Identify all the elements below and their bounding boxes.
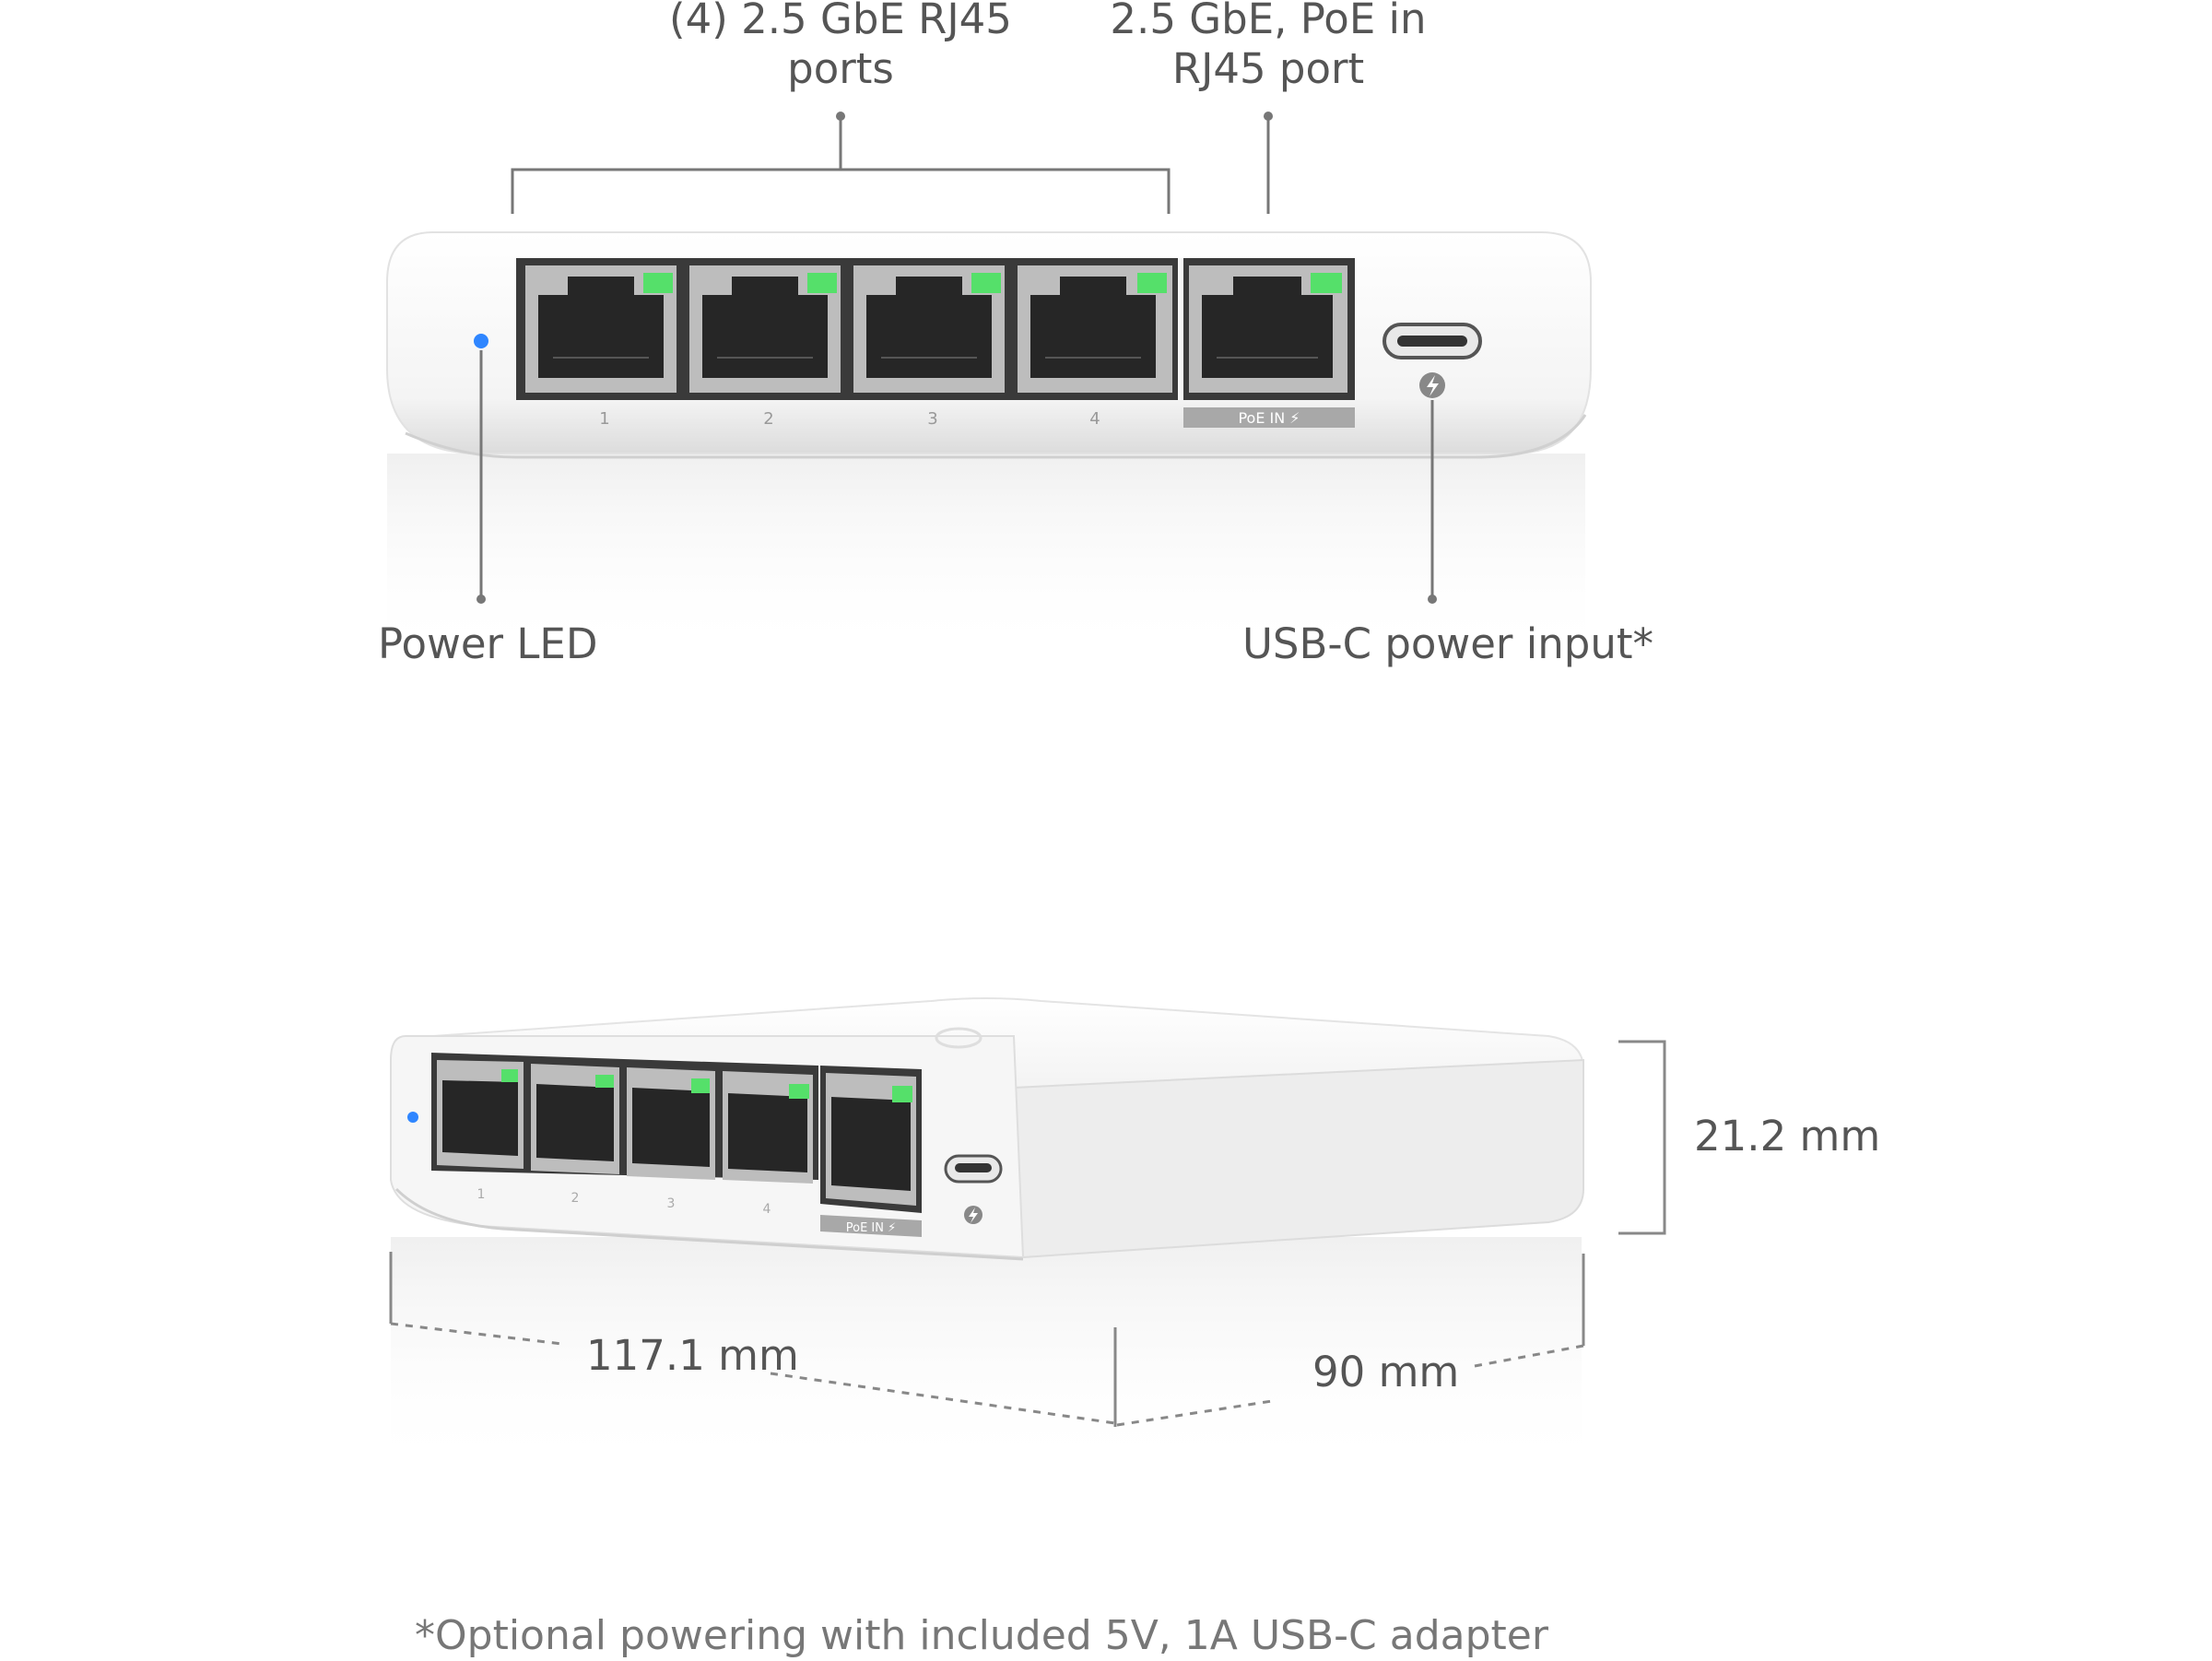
poe-port-callout-line1: 2.5 GbE, PoE in [1110,0,1427,43]
port-number-3: 3 [927,409,937,429]
usbc-port[interactable] [1382,323,1482,359]
perspective-reflection [391,1237,1582,1475]
link-led-1 [643,273,673,293]
front-poe-badge: PoE IN ⚡ [1183,407,1355,428]
perspective-usbc-port [944,1154,1003,1184]
lan-ports-callout-line2: ports [787,44,894,93]
link-led-2 [807,273,837,293]
perspective-rj45-port-2 [531,1064,619,1174]
link-led-3 [971,273,1001,293]
front-reflection [387,454,1585,656]
height-dimension-bracket [1618,1040,1666,1235]
poe-port-leader [1264,112,1273,214]
port-number-4: 4 [1089,409,1100,429]
perspective-port-numbers: 1 2 3 4 [477,1187,771,1217]
perspective-port-number-4: 4 [763,1202,771,1217]
lan-ports-bracket-dot [836,112,845,121]
perspective-power-led [407,1112,418,1123]
perspective-poe-badge-text: PoE IN ⚡ [846,1221,897,1235]
rj45-port-2[interactable] [689,265,841,393]
perspective-rj45-port-1 [437,1060,524,1169]
rj45-poe-port[interactable] [1189,265,1347,393]
rj45-port-3[interactable] [853,265,1005,393]
perspective-port-number-2: 2 [571,1191,580,1206]
perspective-port-panel [431,1053,922,1213]
usbc-callout: USB-C power input* [1242,619,1653,668]
perspective-port-number-1: 1 [477,1187,486,1202]
footnote: *Optional powering with included 5V, 1A … [415,1612,1548,1659]
usbc-leader [1428,400,1437,604]
rj45-port-1[interactable] [525,265,677,393]
perspective-lightning-icon [964,1206,982,1224]
width-dimension-line [389,1252,1116,1425]
front-port-numbers: 1 2 3 4 [599,409,1100,429]
perspective-poe-badge: PoE IN ⚡ [820,1215,922,1237]
power-led-leader [477,350,486,604]
poe-port-callout: 2.5 GbE, PoE in RJ45 port [1084,0,1453,94]
width-dimension-label: 117.1 mm [586,1331,799,1380]
port-number-1: 1 [599,409,609,429]
perspective-port-number-3: 3 [667,1196,676,1211]
perspective-rj45-port-4 [723,1071,813,1184]
port-number-2: 2 [763,409,773,429]
front-rj45-ports [525,265,1347,393]
link-led-4 [1137,273,1167,293]
perspective-rj45-port-3 [627,1067,715,1180]
power-led [474,334,488,348]
lan-ports-callout-line1: (4) 2.5 GbE RJ45 [669,0,1012,43]
depth-dimension-label: 90 mm [1312,1348,1460,1396]
power-led-callout: Power LED [378,619,598,668]
depth-dimension-line [1113,1254,1585,1427]
poe-badge-text: PoE IN ⚡ [1238,409,1300,427]
lan-ports-callout: (4) 2.5 GbE RJ45 ports [647,0,1034,94]
height-dimension-label: 21.2 mm [1694,1112,1881,1160]
rj45-port-4[interactable] [1018,265,1172,393]
poe-port-callout-line2: RJ45 port [1171,44,1365,93]
lan-ports-bracket [511,118,1171,214]
lightning-icon [1419,372,1445,398]
perspective-rj45-poe-port [826,1073,916,1206]
link-led-poe [1311,273,1342,293]
